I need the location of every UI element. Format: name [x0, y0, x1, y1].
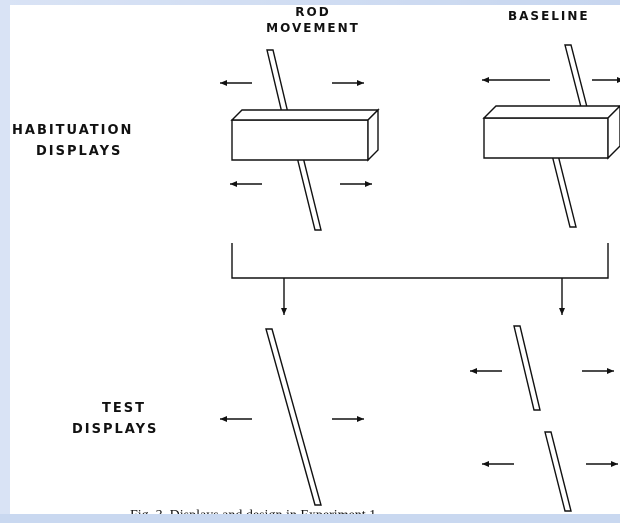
habituation-rod-movement-display: [220, 49, 380, 231]
figure-panel: ROD MOVEMENT BASELINE HABITUATION DISPLA…: [10, 5, 620, 523]
diagram-drawing: [220, 44, 620, 512]
complete-rod: [265, 328, 322, 506]
row-label-habituation: HABITUATION DISPLAYS: [12, 123, 133, 159]
row-label-habituation-line1: HABITUATION: [12, 123, 134, 138]
test-broken-rod-display: [470, 325, 618, 512]
test-complete-rod-display: [220, 328, 364, 506]
habituation-baseline-display: [482, 44, 620, 228]
rod-bottom: [296, 156, 322, 231]
rod-bottom: [551, 154, 577, 228]
rod-top: [564, 44, 589, 112]
column-header-rod: ROD MOVEMENT: [258, 5, 368, 35]
slide-bottom-band: [0, 514, 620, 523]
row-label-test-line2: DISPLAYS: [72, 422, 159, 437]
row-label-test-line1: TEST: [102, 401, 146, 416]
column-header-rod-line1: ROD: [295, 5, 331, 19]
broken-rod-bottom: [544, 431, 572, 512]
occluder-box: [482, 105, 620, 160]
occluder-box: [230, 108, 380, 162]
row-label-habituation-line2: DISPLAYS: [36, 144, 123, 159]
row-label-test: TEST DISPLAYS: [72, 401, 158, 437]
column-header-baseline: BASELINE: [508, 9, 590, 23]
design-bracket: [231, 243, 609, 315]
rod-top: [266, 49, 289, 114]
broken-rod-top: [513, 325, 541, 411]
column-header-rod-line2: MOVEMENT: [266, 21, 360, 35]
